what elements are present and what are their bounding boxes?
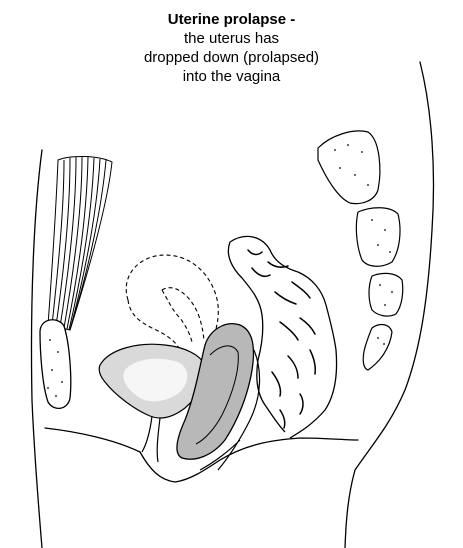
vertebra-4 xyxy=(363,325,392,370)
sacral-vertebrae xyxy=(318,131,403,370)
vertebra-3 xyxy=(369,273,403,316)
vertebra-2 xyxy=(356,208,400,267)
pubic-bone xyxy=(40,320,71,409)
anterior-vaginal-wall xyxy=(142,416,160,462)
perineum-outline xyxy=(140,438,358,482)
normal-uterus-position-outline xyxy=(126,255,218,350)
rectus-muscle xyxy=(48,156,112,330)
thigh-crease-line xyxy=(45,428,140,452)
rectum-folds xyxy=(248,250,315,428)
vertebra-1 xyxy=(318,131,380,204)
